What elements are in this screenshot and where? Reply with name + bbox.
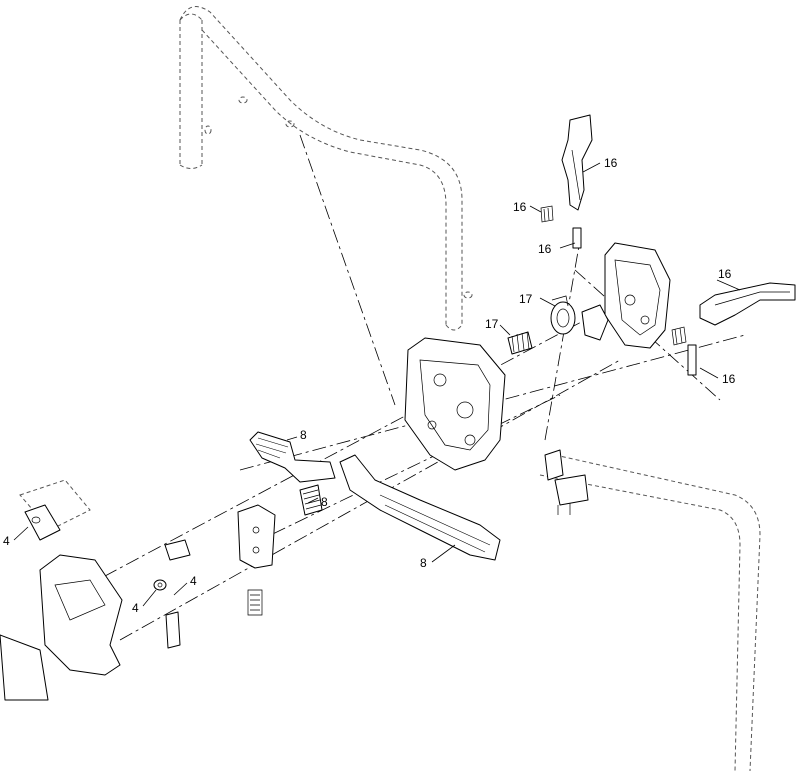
- callout-16: 16: [538, 242, 552, 256]
- bolt-4: [165, 611, 181, 649]
- assembly-centerlines: [59, 134, 746, 641]
- callout-8: 8: [321, 495, 328, 509]
- callout-16: 16: [718, 267, 732, 281]
- operator-console: [0, 479, 123, 701]
- lever-16-right: [671, 282, 796, 376]
- spring-8: [299, 484, 323, 516]
- callout-16: 16: [604, 156, 618, 170]
- leader-lines: [13, 162, 741, 607]
- frame-rail: [539, 454, 761, 771]
- switch-assembly: [544, 449, 589, 515]
- pivot-bracket: [581, 304, 609, 341]
- lever-16-upper: [540, 114, 593, 249]
- callout-16: 16: [513, 200, 527, 214]
- washer-4: [153, 579, 167, 591]
- mount-plate: [237, 504, 276, 616]
- pedal-8-long: [339, 454, 501, 561]
- callout-8: 8: [420, 556, 427, 570]
- callout-16: 16: [722, 372, 736, 386]
- callout-4: 4: [190, 574, 197, 588]
- spring-17-coil: [507, 331, 533, 355]
- callout-4: 4: [3, 534, 10, 548]
- spring-17-clock: [550, 295, 576, 335]
- roll-bar-tube: [179, 6, 473, 331]
- callout-17: 17: [519, 292, 533, 306]
- clip-bracket: [164, 539, 191, 561]
- callout-4: 4: [132, 601, 139, 615]
- control-housing-left: [404, 337, 506, 471]
- control-housing-right: [604, 242, 671, 349]
- callout-8: 8: [300, 428, 307, 442]
- pedal-8-upper: [249, 431, 336, 483]
- callout-17: 17: [485, 317, 499, 331]
